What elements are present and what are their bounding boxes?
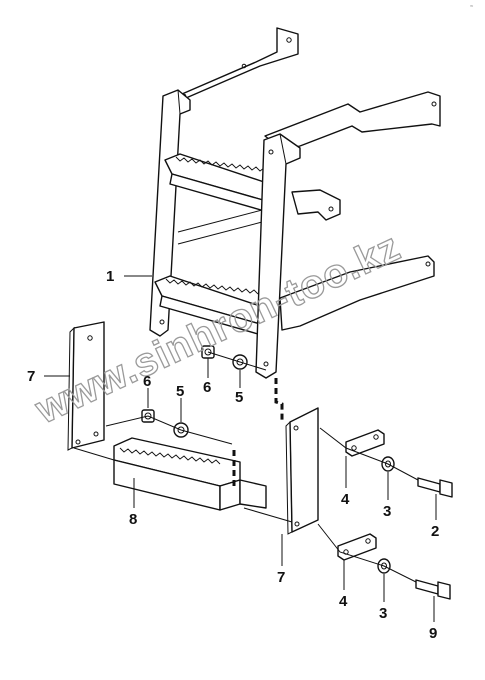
bolt-2 [417,477,453,498]
ladder-frame [149,27,441,379]
callout-5-upper: 5 [235,389,243,406]
callout-9: 9 [429,625,437,642]
callout-3-lower: 3 [379,605,387,622]
callout-6-lower: 6 [143,373,151,390]
callout-3-upper: 3 [383,503,391,520]
bolt-9 [415,579,451,600]
callout-5-lower: 5 [176,383,184,400]
callout-6-upper: 6 [203,379,211,396]
lower-step [113,437,267,511]
callout-4-lower: 4 [339,593,348,610]
callout-8: 8 [129,511,137,528]
callout-4-upper: 4 [341,491,350,508]
callout-2: 2 [431,523,439,540]
callout-1: 1 [106,268,114,285]
callout-leaders [44,275,437,622]
side-plate-left [67,321,105,451]
bracket-upper [345,429,385,457]
side-plate-right [285,407,319,535]
callout-7-right: 7 [277,569,285,586]
assembly-lines [73,351,419,583]
callout-7-left: 7 [27,368,35,385]
corner-mark: ≈ [470,4,474,10]
bracket-lower [337,533,377,561]
